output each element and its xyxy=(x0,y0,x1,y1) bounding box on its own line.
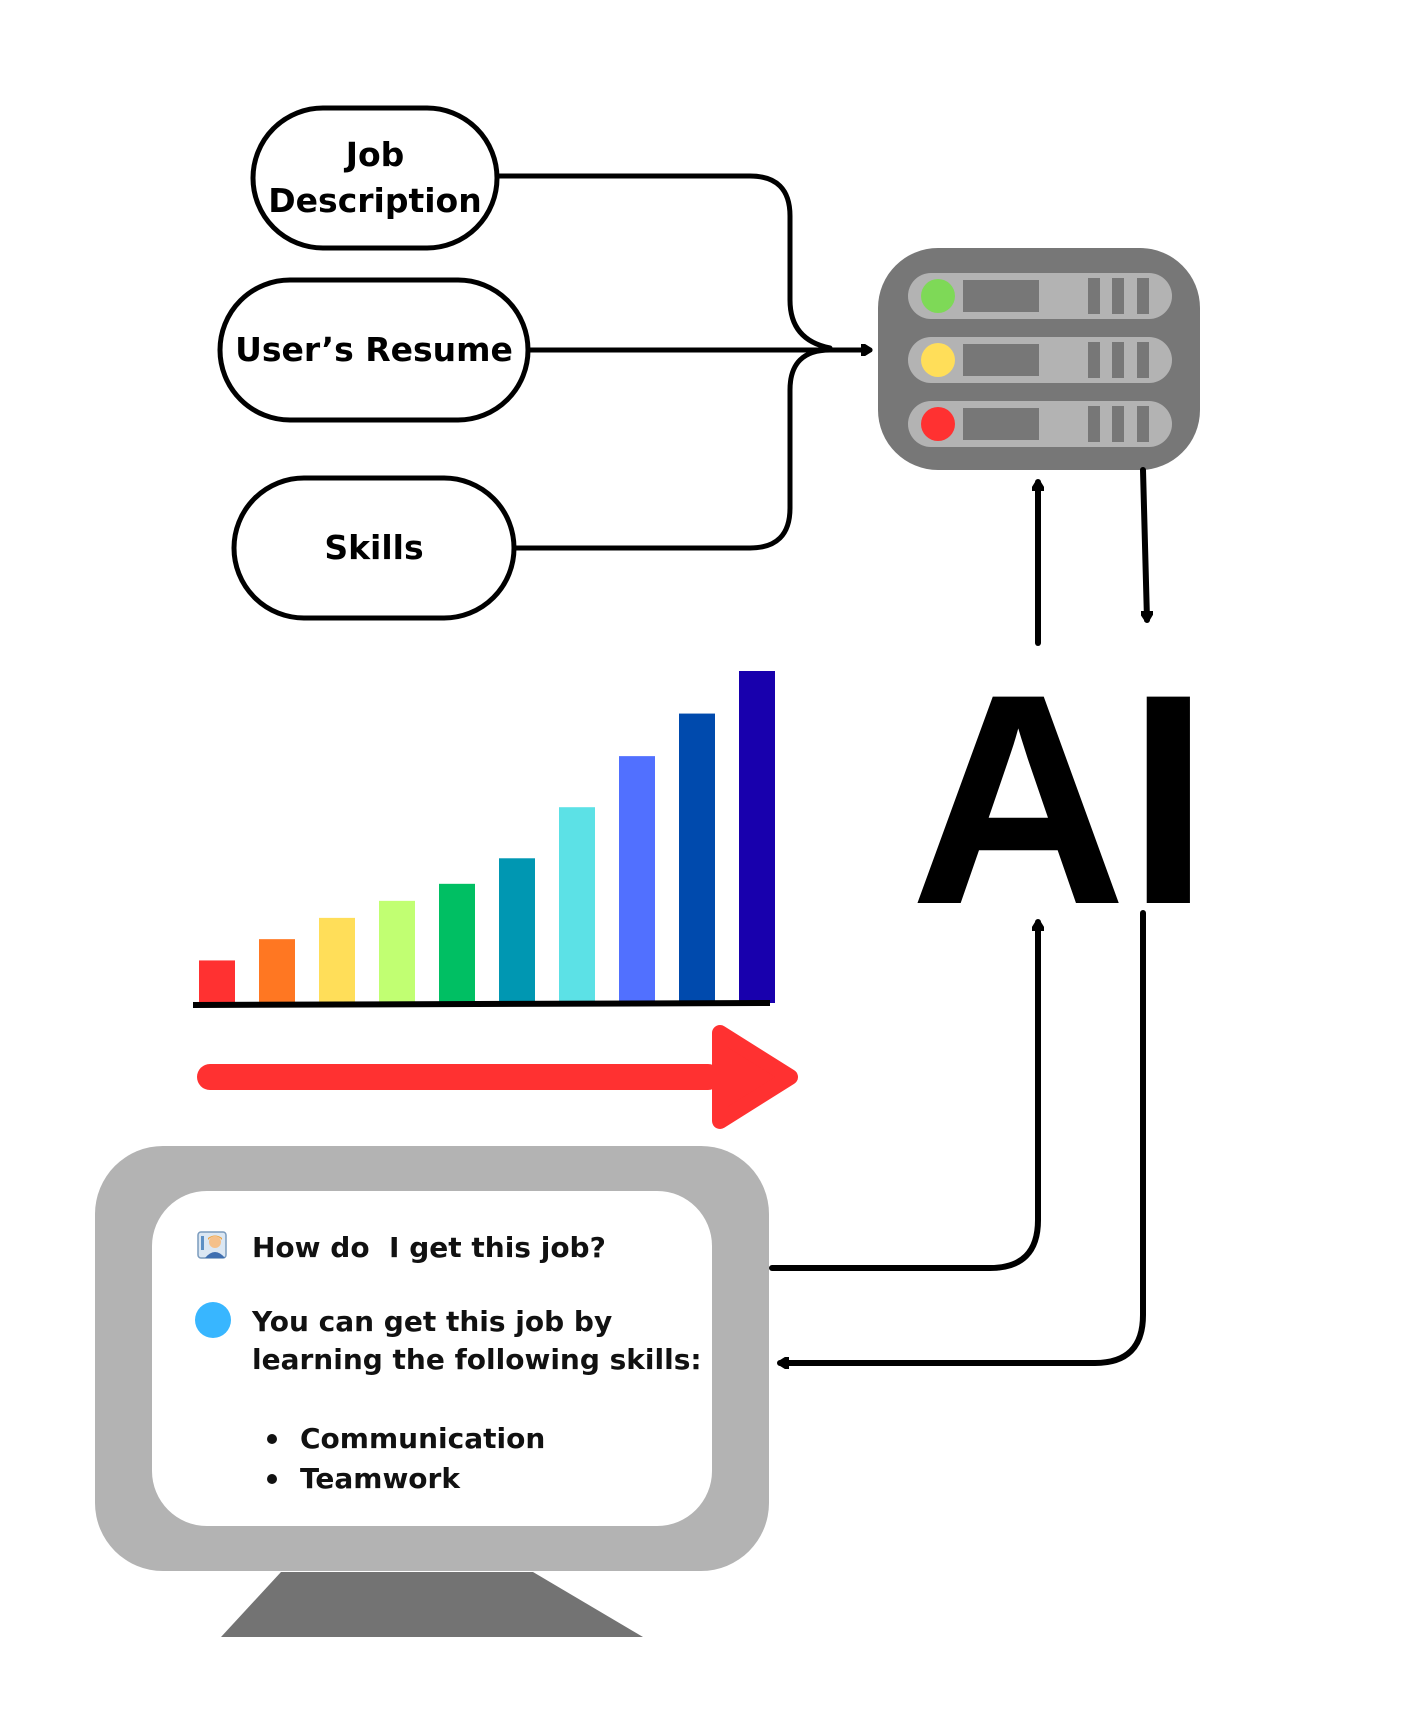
input-skills: Skills xyxy=(231,475,517,621)
assistant-answer-line2: learning the following skills: xyxy=(252,1343,702,1376)
job-description-label-line1: Job xyxy=(344,135,405,174)
chart-baseline xyxy=(192,1000,771,1008)
monitor: How do I get this job? You can get this … xyxy=(95,1146,769,1637)
chart-bar xyxy=(739,671,775,1003)
chart-bar xyxy=(559,807,595,1003)
ai-label: AI xyxy=(910,631,1210,967)
monitor-ai-arrows xyxy=(769,910,1146,1363)
connector-skills xyxy=(511,347,833,551)
job-description-label-line2: Description xyxy=(268,181,481,220)
chart-bar xyxy=(379,900,415,1003)
users-resume-label: User’s Resume xyxy=(235,330,513,369)
bullet-icon xyxy=(267,1474,277,1484)
progress-arrow xyxy=(197,1025,798,1129)
chart-bar xyxy=(439,883,475,1003)
assistant-answer-line1: You can get this job by xyxy=(251,1305,612,1338)
server-slot xyxy=(908,273,1172,319)
server-ai-arrows xyxy=(1038,467,1147,646)
server-icon xyxy=(878,248,1200,470)
arrow-ai-to-monitor xyxy=(777,910,1146,1363)
server-slot xyxy=(908,337,1172,383)
skill-item: Communication xyxy=(300,1422,545,1455)
connector-job-description xyxy=(494,173,833,351)
chat-screen xyxy=(152,1191,712,1526)
assistant-dot-icon xyxy=(195,1302,231,1338)
input-users-resume: User’s Resume xyxy=(217,277,531,423)
chart-bar xyxy=(199,960,235,1003)
user-question: How do I get this job? xyxy=(252,1231,606,1264)
status-led-icon xyxy=(921,343,955,377)
status-led-icon xyxy=(921,279,955,313)
skill-item: Teamwork xyxy=(300,1462,461,1495)
chart-bar xyxy=(319,917,355,1003)
input-job-description: Job Description xyxy=(250,105,500,251)
user-avatar-icon xyxy=(197,1231,227,1259)
arrow-monitor-to-ai xyxy=(769,919,1038,1271)
monitor-stand xyxy=(221,1572,643,1637)
bullet-icon xyxy=(267,1434,277,1444)
server-slot xyxy=(908,401,1172,447)
skills-label: Skills xyxy=(324,528,423,567)
arrow-server-to-ai xyxy=(1140,467,1147,623)
chart-bar xyxy=(679,713,715,1003)
growth-bar-chart xyxy=(192,671,775,1008)
input-connectors xyxy=(494,173,873,551)
chart-bar xyxy=(619,756,655,1003)
chart-bar xyxy=(259,939,295,1003)
status-led-icon xyxy=(921,407,955,441)
chart-bar xyxy=(499,858,535,1003)
